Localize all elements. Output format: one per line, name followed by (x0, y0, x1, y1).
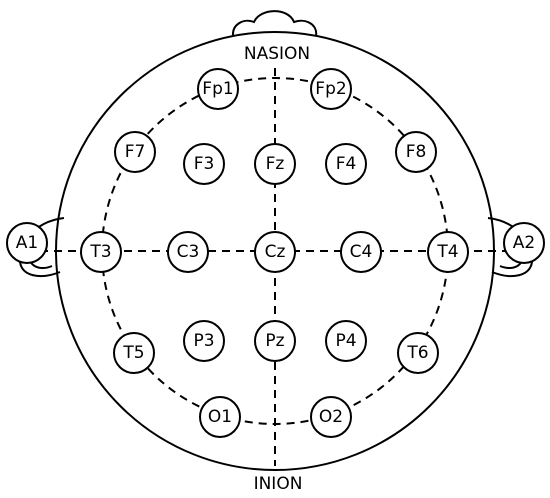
electrode-f3: F3 (183, 143, 225, 185)
electrode-a1: A1 (6, 222, 48, 264)
electrode-t6-label: T6 (406, 343, 428, 363)
electrode-t4-label: T4 (436, 242, 458, 262)
electrode-a2: A2 (503, 222, 545, 264)
electrode-t4: T4 (427, 231, 469, 273)
electrode-f8-label: F8 (406, 142, 427, 162)
electrode-p3: P3 (183, 320, 225, 362)
electrode-o1-label: O1 (208, 407, 232, 427)
electrode-a1-label: A1 (16, 233, 38, 253)
electrode-t5-label: T5 (122, 343, 144, 363)
electrode-o1: O1 (199, 396, 241, 438)
electrode-f7: F7 (114, 131, 156, 173)
electrode-c4-label: C4 (350, 242, 373, 262)
electrode-fz-label: Fz (266, 154, 285, 174)
electrode-fp2: Fp2 (310, 68, 352, 110)
inion-label: INION (254, 474, 303, 494)
electrode-f3-label: F3 (194, 154, 215, 174)
electrode-c4: C4 (340, 231, 382, 273)
electrode-fp1-label: Fp1 (202, 79, 233, 99)
electrode-pz: Pz (254, 320, 296, 362)
electrode-t5: T5 (113, 332, 155, 374)
electrode-fp1: Fp1 (197, 68, 239, 110)
electrode-fp2-label: Fp2 (315, 79, 346, 99)
electrode-f4-label: F4 (336, 154, 357, 174)
electrode-p4: P4 (325, 320, 367, 362)
electrode-fz: Fz (254, 143, 296, 185)
electrode-c3: C3 (167, 231, 209, 273)
electrode-cz: Cz (254, 231, 296, 273)
electrode-p4-label: P4 (335, 331, 356, 351)
electrode-pz-label: Pz (265, 331, 284, 351)
electrode-a2-label: A2 (513, 233, 535, 253)
electrode-t3-label: T3 (89, 242, 111, 262)
electrode-f7-label: F7 (125, 142, 146, 162)
nasion-label: NASION (244, 44, 310, 64)
electrode-p3-label: P3 (193, 331, 214, 351)
electrode-t6: T6 (397, 332, 439, 374)
electrode-c3-label: C3 (177, 242, 200, 262)
electrode-o2-label: O2 (319, 407, 343, 427)
electrode-f4: F4 (325, 143, 367, 185)
electrode-o2: O2 (310, 396, 352, 438)
electrode-t3: T3 (80, 231, 122, 273)
electrode-f8: F8 (395, 131, 437, 173)
nose-outline (231, 10, 318, 37)
electrode-cz-label: Cz (265, 242, 286, 262)
